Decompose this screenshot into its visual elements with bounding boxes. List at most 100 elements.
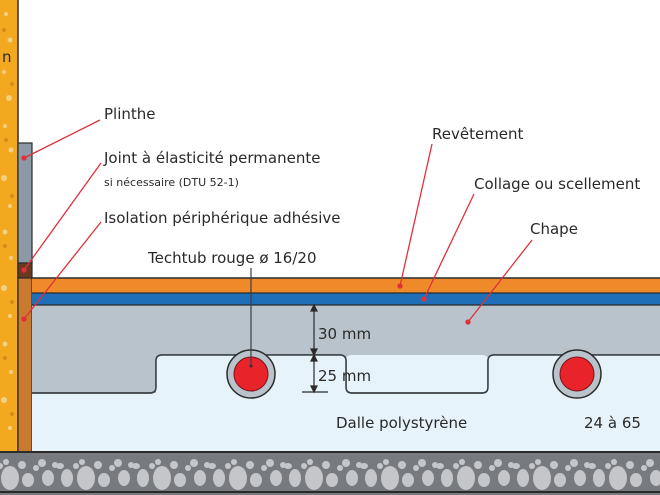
pebble: [588, 463, 596, 469]
pebble: [478, 473, 490, 487]
pebble: [170, 461, 178, 469]
collage-leader-dot: [421, 296, 427, 302]
heating-tube-2: [552, 349, 602, 399]
plinthe-label: Plinthe: [104, 105, 156, 123]
joint-label: Joint à élasticité permanente: [103, 149, 320, 167]
pebble: [413, 465, 419, 471]
pebble: [360, 463, 368, 469]
joint-leader: [23, 162, 102, 271]
pebble: [626, 461, 634, 469]
pebble: [77, 466, 95, 490]
plinthe-leader: [23, 119, 101, 159]
pebble: [533, 466, 551, 490]
pebble: [1, 466, 19, 490]
pebble: [174, 473, 186, 487]
pebble: [194, 470, 206, 486]
pebble: [98, 473, 110, 487]
pebble: [307, 459, 313, 465]
pebble: [342, 459, 350, 467]
joint-note-label: si nécessaire (DTU 52-1): [104, 176, 239, 189]
plinthe-leader-dot: [21, 155, 27, 161]
pebble: [250, 473, 262, 487]
pebble: [441, 469, 453, 487]
pebble: [337, 465, 343, 471]
pebble: [266, 459, 274, 467]
pebble: [137, 469, 149, 487]
dimension-lines: [302, 303, 328, 394]
dim-plot-label: 25 mm: [318, 367, 371, 385]
pebble: [646, 459, 654, 467]
pebble: [609, 466, 627, 490]
pebble: [94, 461, 102, 469]
pebble: [517, 469, 529, 487]
pebble: [229, 466, 247, 490]
pebble: [377, 463, 383, 469]
plot-outline: [32, 354, 660, 394]
pebble: [73, 463, 79, 469]
chape-leader-dot: [465, 319, 471, 325]
pebble: [33, 465, 39, 471]
pebble: [418, 459, 426, 467]
leader-lines: [21, 119, 533, 325]
chape-leader: [467, 239, 533, 323]
pebble: [208, 463, 216, 469]
collage-label: Collage ou scellement: [474, 175, 640, 193]
pebble: [56, 463, 64, 469]
revetement-label: Revêtement: [432, 125, 524, 143]
pebble: [270, 470, 282, 486]
pebble: [225, 463, 231, 469]
pebble: [453, 463, 459, 469]
pebble: [109, 465, 115, 471]
pebble: [261, 465, 267, 471]
dalle-label: Dalle polystyrène: [336, 414, 467, 432]
pebble: [381, 466, 399, 490]
wall: [0, 0, 19, 452]
pebble: [550, 461, 558, 469]
dalle-range-label: 24 à 65: [584, 414, 641, 432]
pebble: [398, 461, 406, 469]
pebble: [153, 466, 171, 490]
pebble: [284, 463, 292, 469]
pebble: [574, 470, 586, 486]
pebble: [3, 459, 9, 465]
pebble: [565, 465, 571, 471]
pebble: [0, 463, 3, 469]
pebble: [231, 459, 237, 465]
pebble: [593, 469, 605, 487]
pebble: [641, 465, 647, 471]
pebble: [535, 459, 541, 465]
pebble: [498, 470, 510, 486]
pebble: [494, 459, 502, 467]
revetement-layer: [32, 278, 660, 293]
pebble: [346, 470, 358, 486]
pebble: [529, 463, 535, 469]
pebble: [605, 463, 611, 469]
pebble: [474, 461, 482, 469]
pebble: [213, 469, 225, 487]
pebble: [155, 459, 161, 465]
pebble: [436, 463, 444, 469]
collage-leader: [423, 193, 475, 300]
chape-label: Chape: [530, 220, 578, 238]
pebble: [246, 461, 254, 469]
pebble: [305, 466, 323, 490]
pebble: [326, 473, 338, 487]
wall-label-fragment: n: [2, 48, 12, 66]
pebble: [185, 465, 191, 471]
dim-chape-label: 30 mm: [318, 325, 371, 343]
concrete-slab: [0, 451, 660, 495]
pebble: [301, 463, 307, 469]
pebble: [422, 470, 434, 486]
pebble: [42, 470, 54, 486]
revetement-leader-dot: [397, 283, 403, 289]
pebble: [459, 459, 465, 465]
isolation-label: Isolation périphérique adhésive: [104, 209, 341, 227]
pebble: [22, 473, 34, 487]
pebble: [149, 463, 155, 469]
techtub-label: Techtub rouge ø 16/20: [147, 249, 317, 267]
pebble: [38, 459, 46, 467]
pebble: [630, 473, 642, 487]
pebble: [118, 470, 130, 486]
pebble: [322, 461, 330, 469]
